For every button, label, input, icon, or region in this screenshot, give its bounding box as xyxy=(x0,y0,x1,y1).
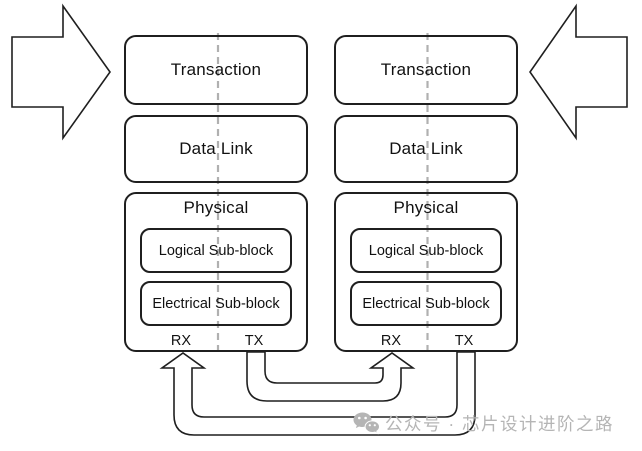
transaction-layer-label: Transaction xyxy=(380,60,472,79)
left-protocol-stack: Transaction Data Link Physical Logical S… xyxy=(124,35,308,352)
physical-layer-box: Physical xyxy=(124,192,308,352)
physical-layer-box: Physical xyxy=(334,192,518,352)
flow-arrows xyxy=(11,3,628,141)
right-protocol-stack: Transaction Data Link Physical Logical S… xyxy=(334,35,518,352)
physical-layer-label: Physical xyxy=(393,198,459,217)
data-link-layer-box: Data Link xyxy=(334,115,518,183)
tx-rx-connectors xyxy=(159,351,476,436)
physical-layer-label: Physical xyxy=(183,198,249,217)
data-link-layer-box: Data Link xyxy=(124,115,308,183)
data-link-layer-label: Data Link xyxy=(179,139,253,158)
logical-sub-block-box: Logical Sub-block xyxy=(350,228,502,273)
rx-port-label: RX xyxy=(170,333,192,349)
electrical-sub-block-label: Electrical Sub-block xyxy=(362,295,490,312)
data-link-layer-label: Data Link xyxy=(389,139,463,158)
electrical-sub-block-label: Electrical Sub-block xyxy=(152,295,280,312)
watermark-text: 公众号 · 芯片设计进阶之路 xyxy=(385,414,615,434)
logical-sub-block-label: Logical Sub-block xyxy=(158,242,274,259)
watermark: 公众号 · 芯片设计进阶之路 xyxy=(353,411,614,436)
wechat-icon xyxy=(353,412,380,435)
tx-port-label: TX xyxy=(244,333,264,349)
right-flow-arrow-icon xyxy=(529,3,628,141)
transaction-layer-label: Transaction xyxy=(170,60,262,79)
electrical-sub-block-box: Electrical Sub-block xyxy=(350,281,502,326)
tx-port-label: TX xyxy=(454,333,474,349)
transaction-layer-box: Transaction xyxy=(124,35,308,105)
right-tx-to-left-rx-connector xyxy=(159,351,476,436)
electrical-sub-block-box: Electrical Sub-block xyxy=(140,281,292,326)
transaction-layer-box: Transaction xyxy=(334,35,518,105)
left-tx-to-right-rx-connector xyxy=(246,351,416,402)
logical-sub-block-label: Logical Sub-block xyxy=(368,242,484,259)
rx-port-label: RX xyxy=(380,333,402,349)
left-flow-arrow-icon xyxy=(11,3,111,141)
logical-sub-block-box: Logical Sub-block xyxy=(140,228,292,273)
